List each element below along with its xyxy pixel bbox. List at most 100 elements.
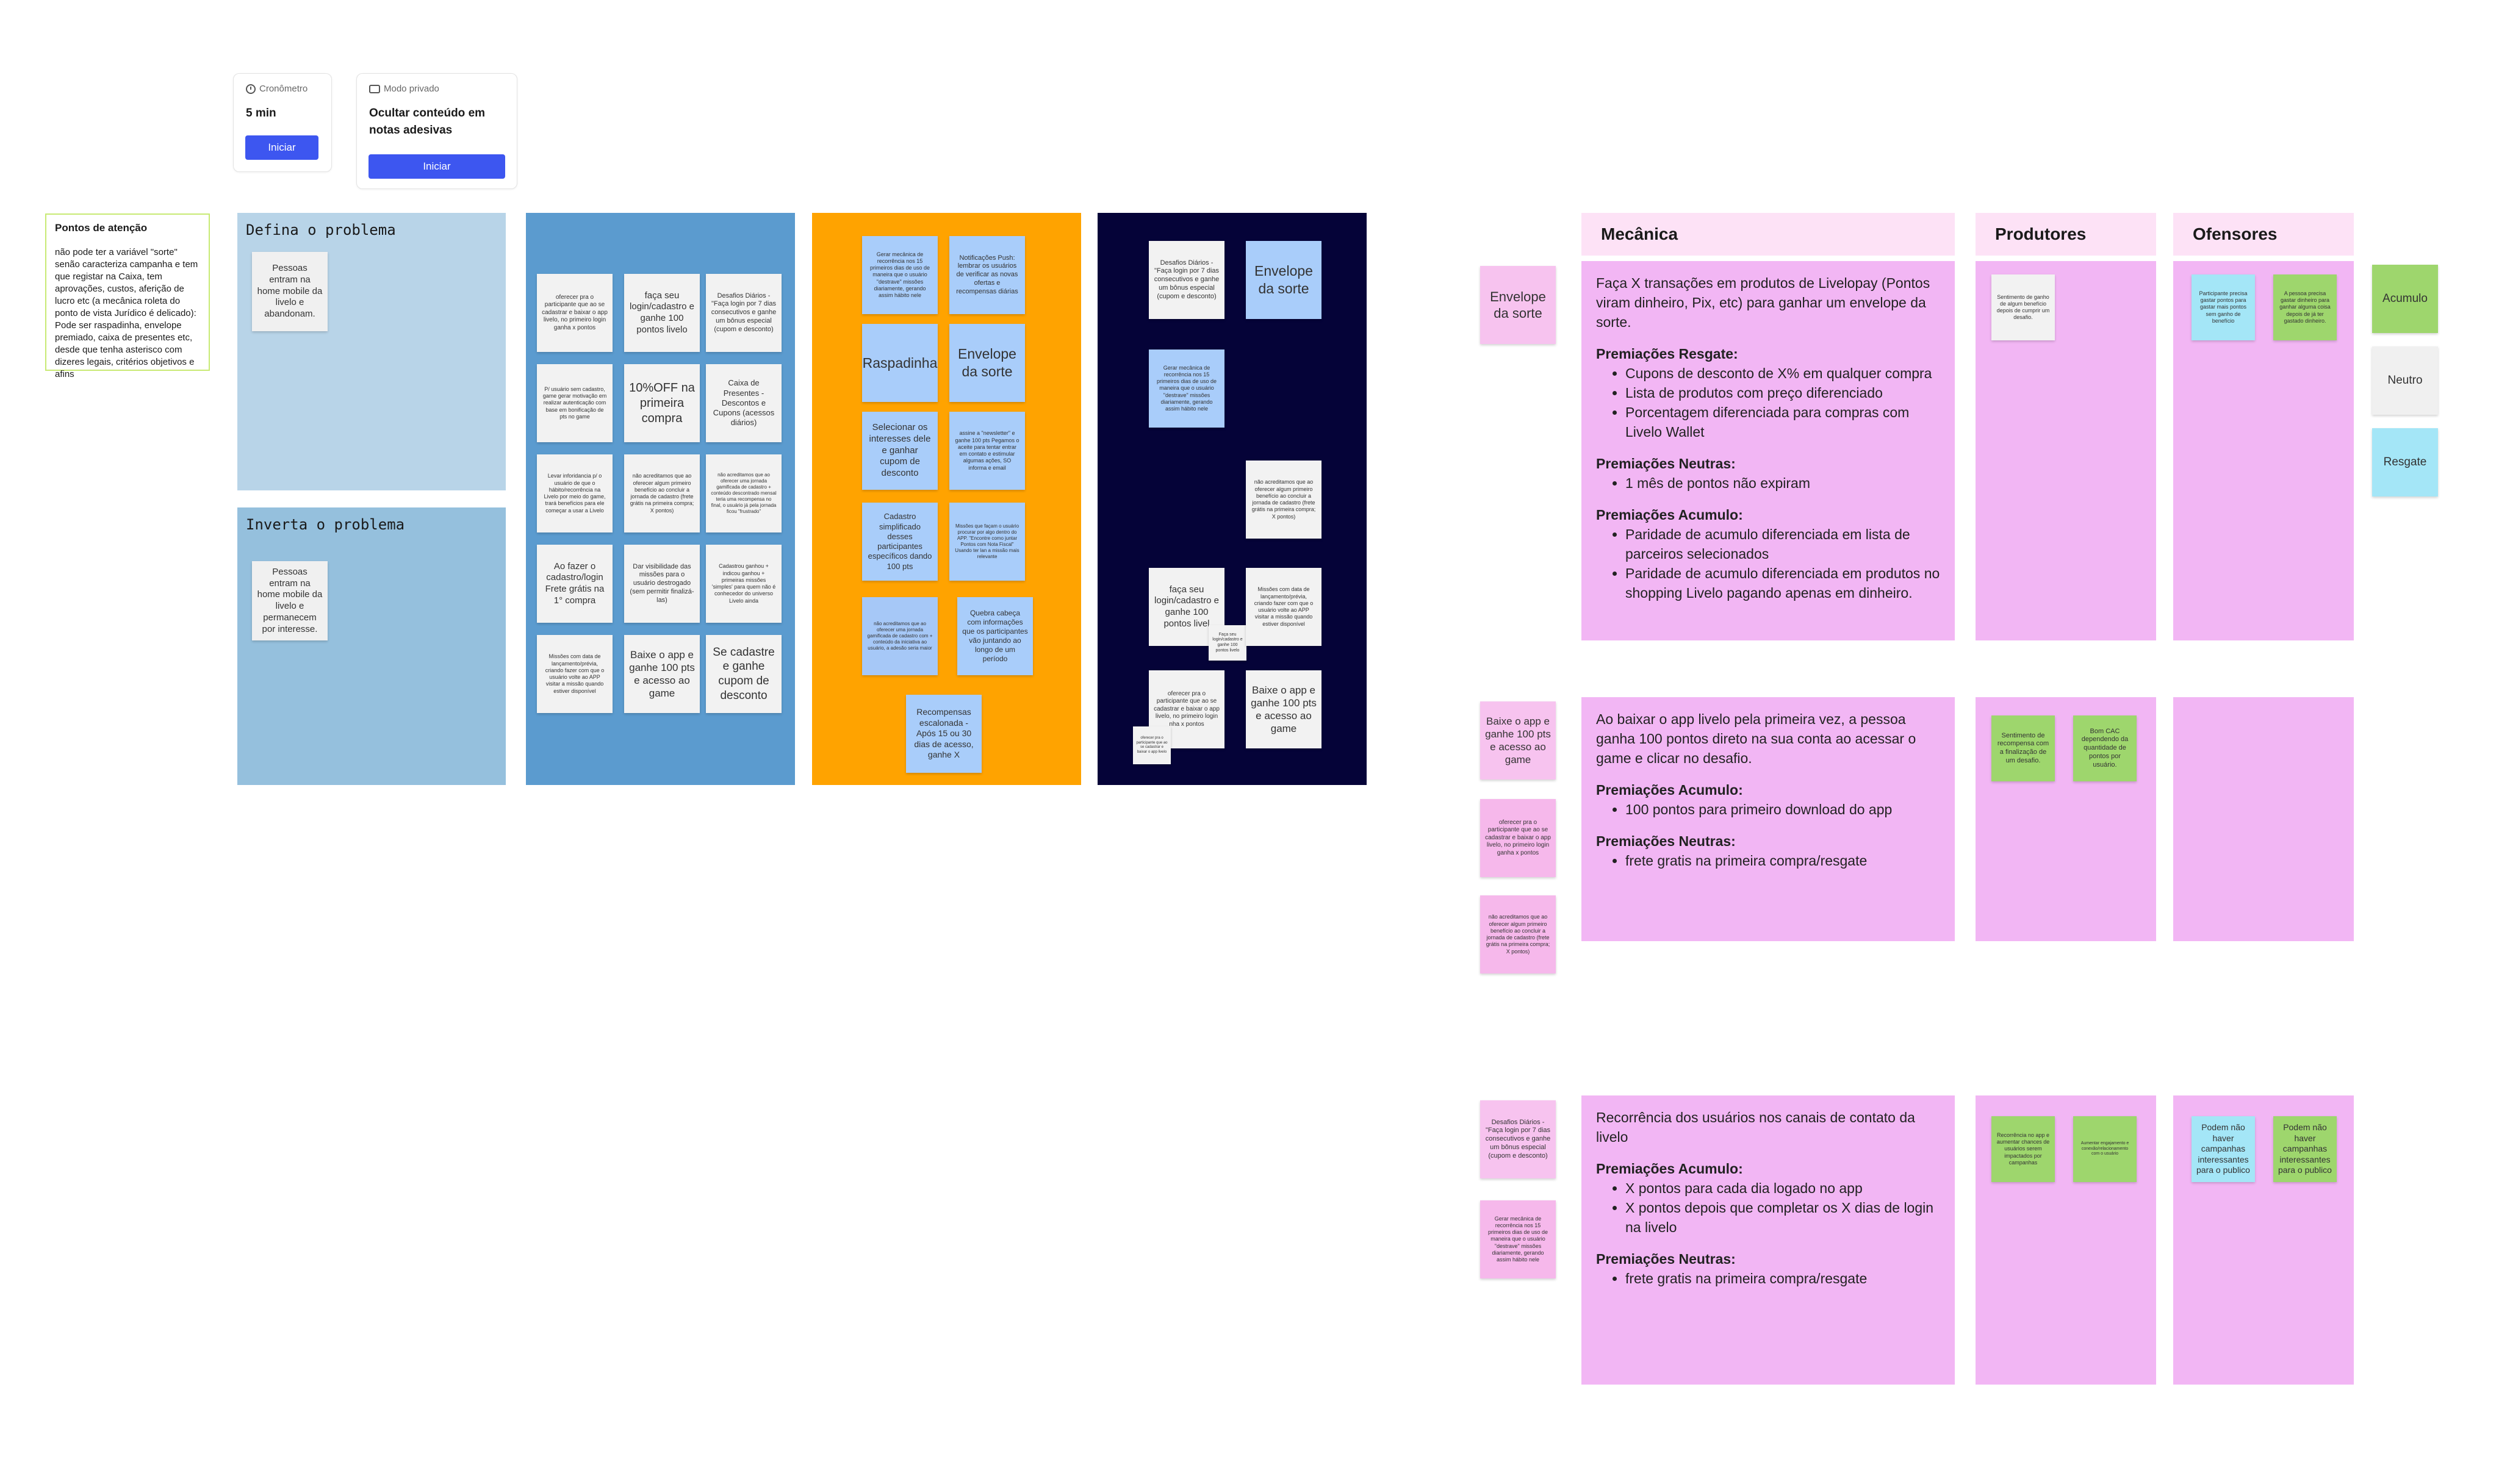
legend-resgate[interactable]: Resgate <box>2372 428 2438 496</box>
row3-acumulo-list: X pontos para cada dia logado no app X p… <box>1596 1178 1940 1237</box>
row2-extra-note-2[interactable]: não acreditamos que ao oferecer algum pr… <box>1480 895 1556 973</box>
header-produtores: Produtores <box>1976 213 2156 256</box>
blue-note-7[interactable]: Levar inforidancia p/ o usuário de que o… <box>537 454 613 532</box>
navy-note-6[interactable]: Faça seu login/cadastro e ganhe 100 pont… <box>1209 625 1246 661</box>
row3-ofensor-note-2[interactable]: Podem não haver campanhas interessantes … <box>2273 1116 2337 1182</box>
orange-note-4[interactable]: Envelope da sorte <box>949 324 1025 402</box>
blue-note-13[interactable]: Missões com data de lançamento/prévia, c… <box>537 635 613 713</box>
row2-acumulo-list: 100 pontos para primeiro download do app <box>1596 800 1940 819</box>
list-item: Lista de produtos com preço diferenciado <box>1625 383 1940 403</box>
orange-note-8[interactable]: Missões que façam o usuário procurar por… <box>949 503 1025 581</box>
timer-title: Cronômetro <box>259 84 308 94</box>
row1-intro: Faça X transações em produtos de Livelop… <box>1596 275 1930 330</box>
list-item: Cupons de desconto de X% em qualquer com… <box>1625 364 1940 383</box>
row2-ofensores-cell <box>2173 697 2354 941</box>
blue-note-2[interactable]: faça seu login/cadastro e ganhe 100 pont… <box>624 274 700 352</box>
attention-text: não pode ter a variável "sorte" senão ca… <box>55 247 198 379</box>
row2-mechanic-cell: Ao baixar o app livelo pela primeira vez… <box>1581 697 1955 941</box>
row1-produtores-cell: Sentimento de ganho de algum benefício d… <box>1976 261 2156 640</box>
row2-extra-note-1[interactable]: oferecer pra o participante que ao se ca… <box>1480 799 1556 877</box>
frame-invert-title: Inverta o problema <box>246 516 405 533</box>
navy-note-7[interactable]: Missões com data de lançamento/prévia, c… <box>1246 568 1321 646</box>
row2-neutras-list: frete gratis na primeira compra/resgate <box>1596 851 1940 870</box>
row3-extra-note[interactable]: Gerar mecânica de recorrência nos 15 pri… <box>1480 1200 1556 1278</box>
blue-note-15[interactable]: Se cadastre e ganhe cupom de desconto <box>706 635 782 713</box>
row1-produtor-note[interactable]: Sentimento de ganho de algum benefício d… <box>1991 274 2055 340</box>
legend-acumulo[interactable]: Acumulo <box>2372 265 2438 333</box>
navy-note-3[interactable]: Gerar mecânica de recorrência nos 15 pri… <box>1149 349 1224 428</box>
orange-note-9[interactable]: não acreditamos que ao oferecer uma jorn… <box>862 597 938 675</box>
row3-neutras-title: Premiações Neutras: <box>1596 1251 1736 1267</box>
private-mode-start-button[interactable]: Iniciar <box>369 154 505 179</box>
blue-note-4[interactable]: P/ usuário sem cadastro, game gerar moti… <box>537 364 613 442</box>
row1-resgate-title: Premiações Resgate: <box>1596 346 1738 362</box>
invert-problem-note[interactable]: Pessoas entram na home mobile da livelo … <box>252 561 328 640</box>
legend-neutro[interactable]: Neutro <box>2372 346 2438 415</box>
private-mode-title: Modo privado <box>384 84 439 94</box>
frame-navy-ideas: Desafios Diários - "Faça login por 7 dia… <box>1098 213 1367 785</box>
row3-produtor-note-2[interactable]: Aumentar engajamento e conexão/relaciona… <box>2073 1116 2137 1182</box>
row1-ofensor-note-1[interactable]: Participante precisa gastar pontos para … <box>2192 274 2255 340</box>
orange-note-5[interactable]: Selecionar os interesses dele e ganhar c… <box>862 412 938 490</box>
row3-label-note[interactable]: Desafios Diários - "Faça login por 7 dia… <box>1480 1100 1556 1178</box>
define-problem-note[interactable]: Pessoas entram na home mobile da livelo … <box>252 252 328 331</box>
blue-note-8[interactable]: não acreditamos que ao oferecer algum pr… <box>624 454 700 532</box>
row1-ofensores-cell: Participante precisa gastar pontos para … <box>2173 261 2354 640</box>
blue-note-9[interactable]: não acreditamos que ao oferecer uma jorn… <box>706 454 782 532</box>
navy-note-10[interactable]: oferecer pra o participante que ao se ca… <box>1133 726 1171 764</box>
blue-note-1[interactable]: oferecer pra o participante que ao se ca… <box>537 274 613 352</box>
orange-note-3[interactable]: Raspadinha <box>862 324 938 402</box>
list-item: frete gratis na primeira compra/resgate <box>1625 851 1940 870</box>
timer-start-button[interactable]: Iniciar <box>245 135 318 160</box>
orange-note-2[interactable]: Notificações Push: lembrar os usuários d… <box>949 236 1025 314</box>
navy-note-4[interactable]: não acreditamos que ao oferecer algum pr… <box>1246 461 1321 539</box>
row2-produtor-note-2[interactable]: Bom CAC dependendo da quantidade de pont… <box>2073 715 2137 781</box>
row3-intro: Recorrência dos usuários nos canais de c… <box>1596 1109 1915 1145</box>
frame-define-title: Defina o problema <box>246 221 396 238</box>
row3-neutras-list: frete gratis na primeira compra/resgate <box>1596 1269 1940 1288</box>
orange-note-10[interactable]: Quebra cabeça com informações que os par… <box>957 597 1033 675</box>
row2-produtor-note-1[interactable]: Sentimento de recompensa com a finalizaç… <box>1991 715 2055 781</box>
frame-define-problem: Defina o problema Pessoas entram na home… <box>237 213 506 490</box>
header-ofensores: Ofensores <box>2173 213 2354 256</box>
blue-note-12[interactable]: Cadastrou ganhou + indicou ganhou + prim… <box>706 545 782 623</box>
blue-note-3[interactable]: Desafios Diários - "Faça login por 7 dia… <box>706 274 782 352</box>
blue-note-11[interactable]: Dar visibilidade das missões para o usuá… <box>624 545 700 623</box>
row2-label-note[interactable]: Baixe o app e ganhe 100 pts e acesso ao … <box>1480 701 1556 780</box>
row1-acumulo-list: Paridade de acumulo diferenciada em list… <box>1596 525 1940 603</box>
list-item: Paridade de acumulo diferenciada em list… <box>1625 525 1940 564</box>
private-mode-value: Ocultar conteúdo em notas adesivas <box>369 107 486 137</box>
frame-blue-ideas: oferecer pra o participante que ao se ca… <box>526 213 795 785</box>
header-mecanica: Mecânica <box>1581 213 1955 256</box>
frame-orange-ideas: Gerar mecânica de recorrência nos 15 pri… <box>812 213 1081 785</box>
navy-note-9[interactable]: Baixe o app e ganhe 100 pts e acesso ao … <box>1246 670 1321 748</box>
row3-produtor-note-1[interactable]: Recorrência no app e aumentar chances de… <box>1991 1116 2055 1182</box>
blue-note-6[interactable]: Caixa de Presentes - Descontos e Cupons … <box>706 364 782 442</box>
timer-value: 5 min <box>246 107 276 120</box>
attention-title: Pontos de atenção <box>55 222 148 234</box>
list-item: 100 pontos para primeiro download do app <box>1625 800 1940 819</box>
orange-note-6[interactable]: assine a "newsletter" e ganhe 100 pts Pe… <box>949 412 1025 490</box>
navy-note-2[interactable]: Envelope da sorte <box>1246 241 1321 319</box>
list-item: 1 mês de pontos não expiram <box>1625 473 1940 493</box>
orange-note-1[interactable]: Gerar mecânica de recorrência nos 15 pri… <box>862 236 938 314</box>
row1-label-note[interactable]: Envelope da sorte <box>1480 266 1556 344</box>
row1-neutras-list: 1 mês de pontos não expiram <box>1596 473 1940 493</box>
row1-resgate-list: Cupons de desconto de X% em qualquer com… <box>1596 364 1940 442</box>
clock-icon <box>246 84 256 94</box>
row1-ofensor-note-2[interactable]: A pessoa precisa gastar dinheiro para ga… <box>2273 274 2337 340</box>
orange-note-11[interactable]: Recompensas escalonada - Após 15 ou 30 d… <box>906 695 982 773</box>
blue-note-5[interactable]: 10%OFF na primeira compra <box>624 364 700 442</box>
row1-neutras-title: Premiações Neutras: <box>1596 456 1736 471</box>
row3-ofensores-cell: Podem não haver campanhas interessantes … <box>2173 1095 2354 1385</box>
blue-note-14[interactable]: Baixe o app e ganhe 100 pts e acesso ao … <box>624 635 700 713</box>
row1-mechanic-cell: Faça X transações em produtos de Livelop… <box>1581 261 1955 640</box>
list-item: frete gratis na primeira compra/resgate <box>1625 1269 1940 1288</box>
attention-note[interactable]: Pontos de atenção não pode ter a variáve… <box>45 213 210 379</box>
blue-note-10[interactable]: Ao fazer o cadastro/login Frete grátis n… <box>537 545 613 623</box>
row2-intro: Ao baixar o app livelo pela primeira vez… <box>1596 711 1916 766</box>
navy-note-1[interactable]: Desafios Diários - "Faça login por 7 dia… <box>1149 241 1224 319</box>
row3-ofensor-note-1[interactable]: Podem não haver campanhas interessantes … <box>2192 1116 2255 1182</box>
list-item: Paridade de acumulo diferenciada em prod… <box>1625 564 1940 603</box>
orange-note-7[interactable]: Cadastro simplificado desses participant… <box>862 503 938 581</box>
